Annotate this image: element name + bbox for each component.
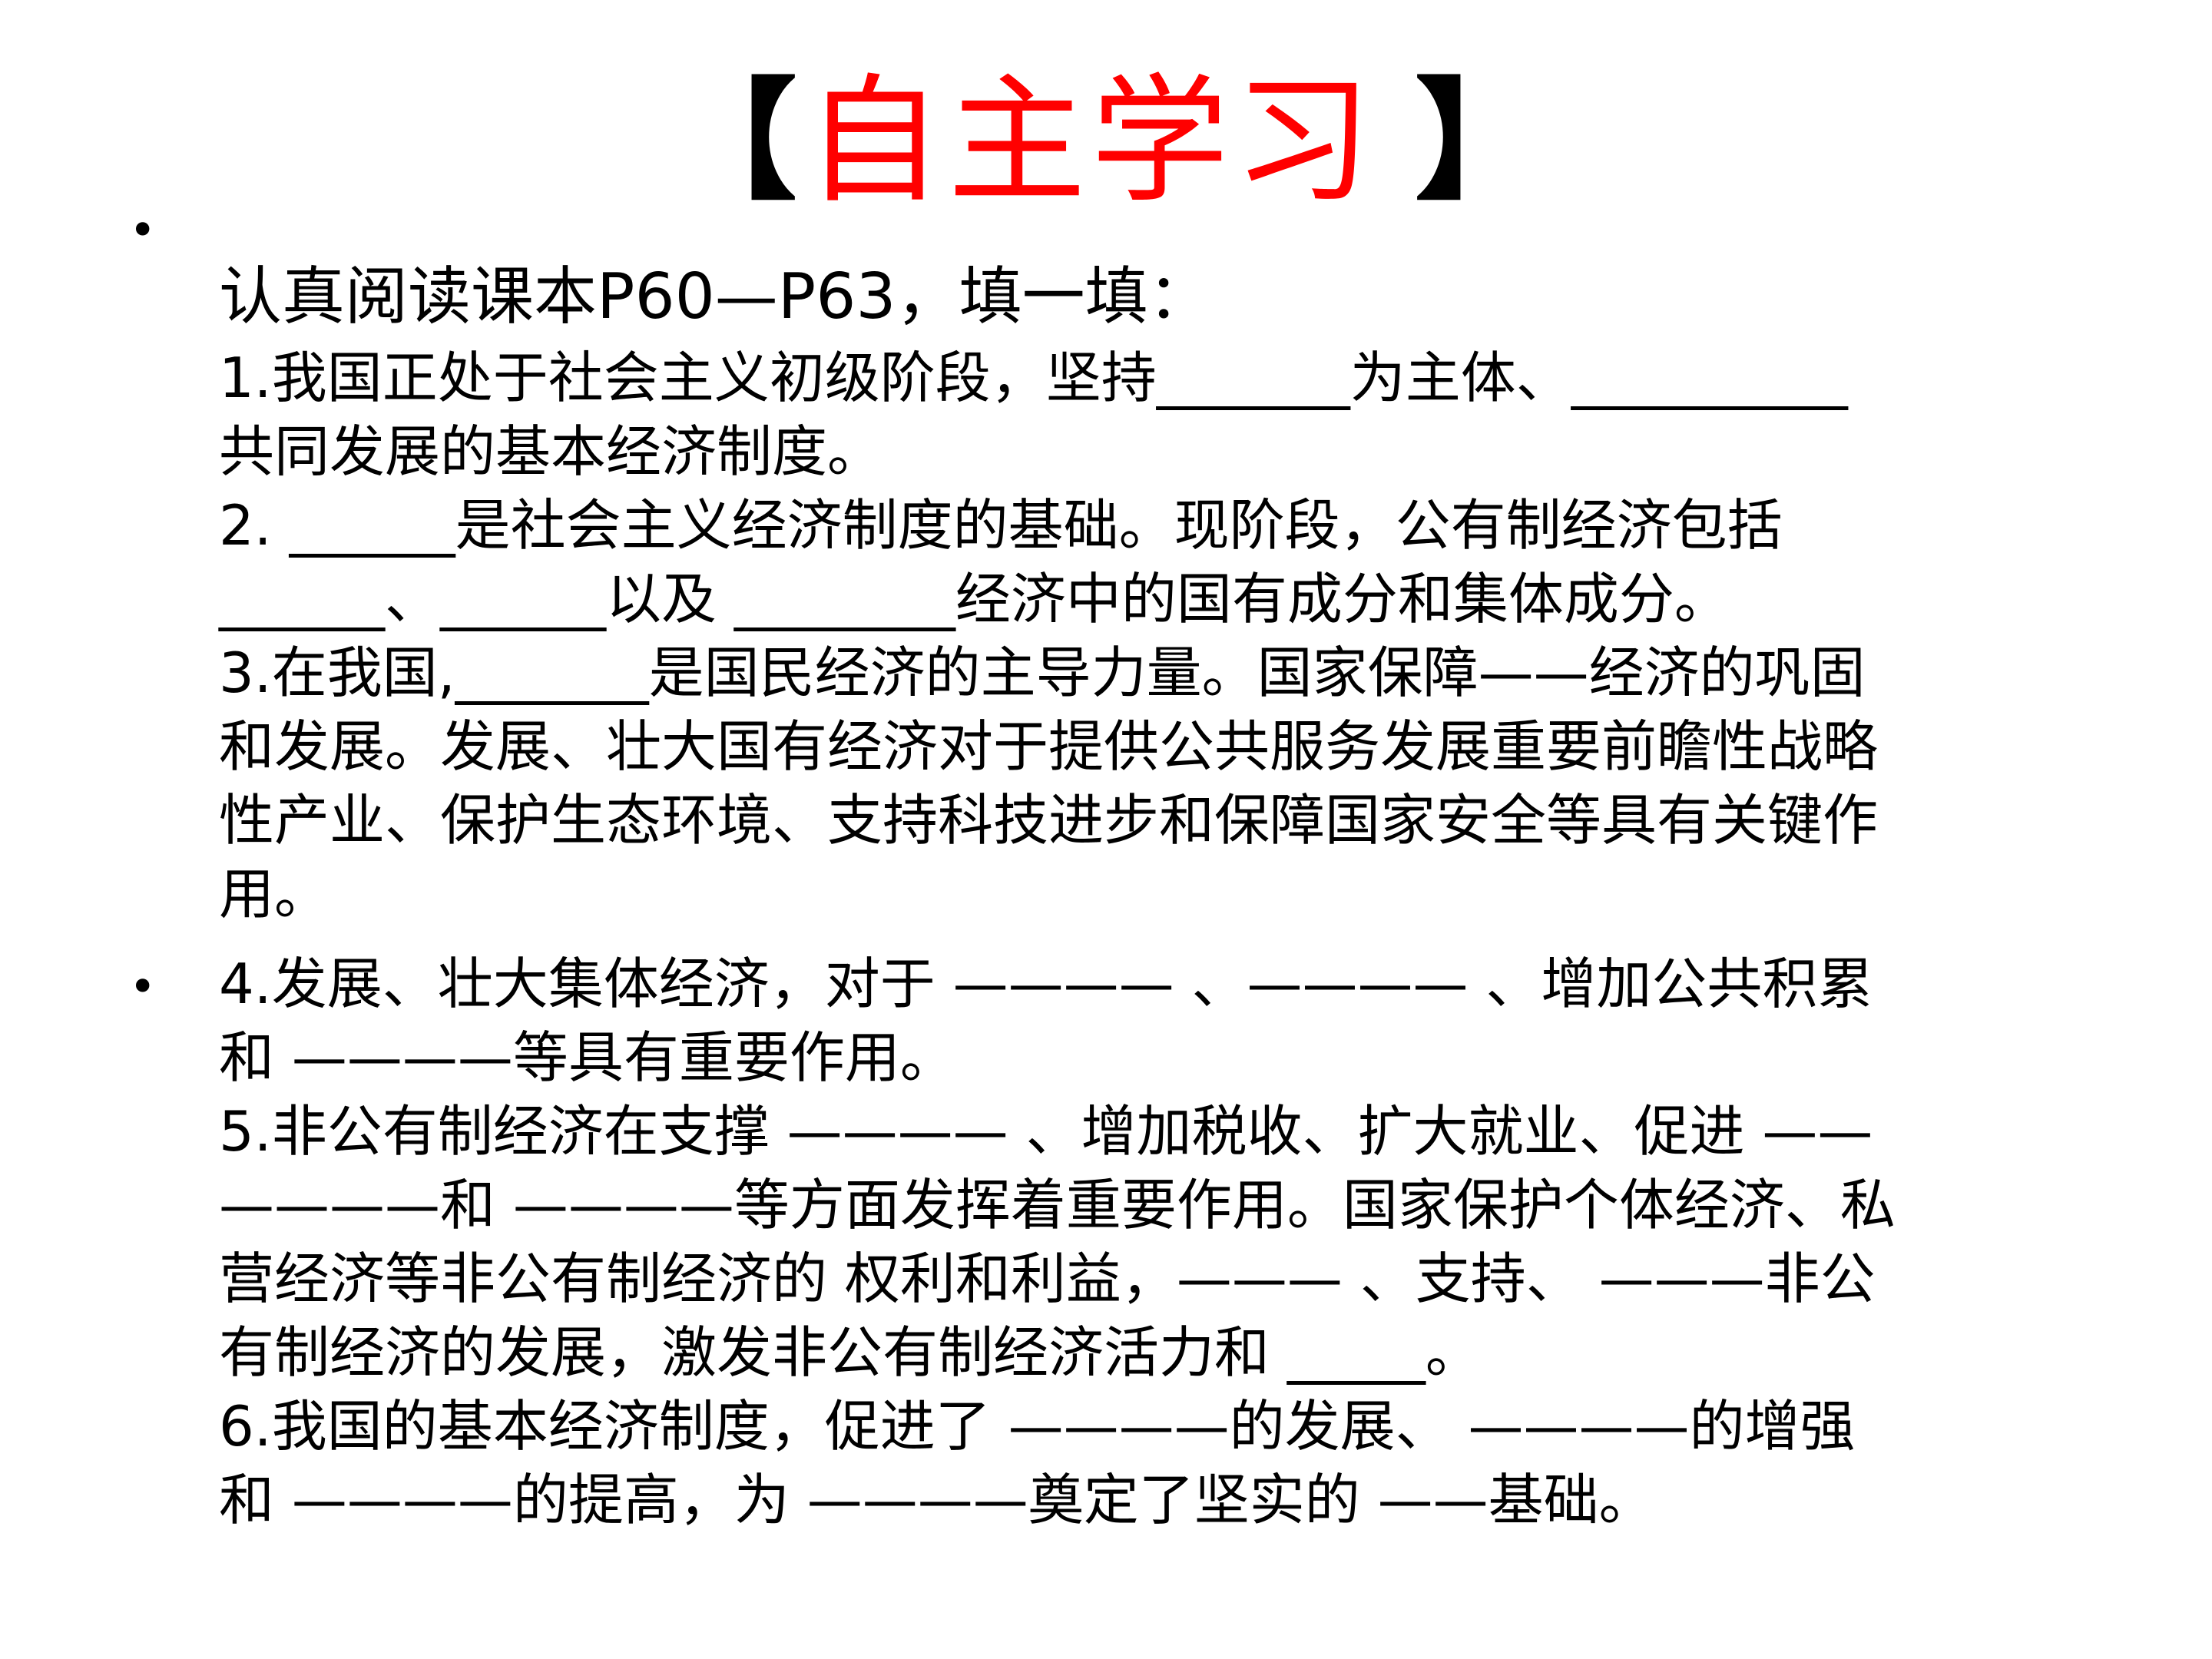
text-line: 6.我国的基本经济制度，促进了 ————的发展、 ————的增强	[219, 1394, 1856, 1459]
text-line: 用。	[219, 862, 330, 926]
title-bracket-close: 】	[1415, 66, 1546, 218]
text-line: 3.在我国,_______是国民经济的主导力量。国家保障——经济的巩固	[219, 641, 1866, 705]
title-bracket-open: 【	[666, 66, 797, 218]
text-line: 共同发展的基本经济制度。	[219, 419, 883, 484]
text-line: 4.发展、壮大集体经济，对于 ———— 、———— 、增加公共积累	[219, 952, 1873, 1016]
text-line: ————和 ————等方面发挥着重要作用。国家保护个体经济、私	[219, 1173, 1896, 1237]
text-line: 2. ______是社会主义经济制度的基础。现阶段，公有制经济包括	[219, 493, 1783, 558]
bullet-2: •	[129, 960, 157, 1014]
slide-title: 【 自主学习 】	[0, 54, 2212, 230]
text-line: 营经济等非公有制经济的 权利和利益，——— 、支持、 ———非公	[219, 1247, 1876, 1311]
text-line: 认真阅读课本P60—P63，填一填：	[219, 260, 1211, 333]
section-1-text: 认真阅读课本P60—P63，填一填： 1.我国正处于社会主义初级阶段，坚持___…	[219, 253, 2116, 931]
text-line: 5.非公有制经济在支撑 ———— 、增加税收、扩大就业、促进 ——	[219, 1099, 1873, 1164]
bullet-1: •	[129, 204, 157, 257]
text-line: 和发展。发展、壮大国有经济对于提供公共服务发展重要前瞻性战略	[219, 714, 1879, 779]
text-line: 和 ————的提高，为 ————奠定了坚实的 ——基础。	[219, 1468, 1654, 1532]
text-line: ______、______以及 ________经济中的国有成分和集体成分。	[219, 567, 1730, 631]
text-line: 有制经济的发展，激发非公有制经济活力和 _____。	[219, 1320, 1481, 1385]
text-line: 1.我国正处于社会主义初级阶段，坚持_______为主体、__________	[219, 346, 1848, 410]
text-line: 和 ————等具有重要作用。	[219, 1025, 955, 1090]
text-line: 性产业、保护生态环境、支持科技进步和保障国家安全等具有关键作	[219, 788, 1879, 853]
title-text: 自主学习	[804, 61, 1376, 222]
section-2-text: 4.发展、壮大集体经济，对于 ———— 、———— 、增加公共积累 和 ————…	[219, 947, 2116, 1537]
